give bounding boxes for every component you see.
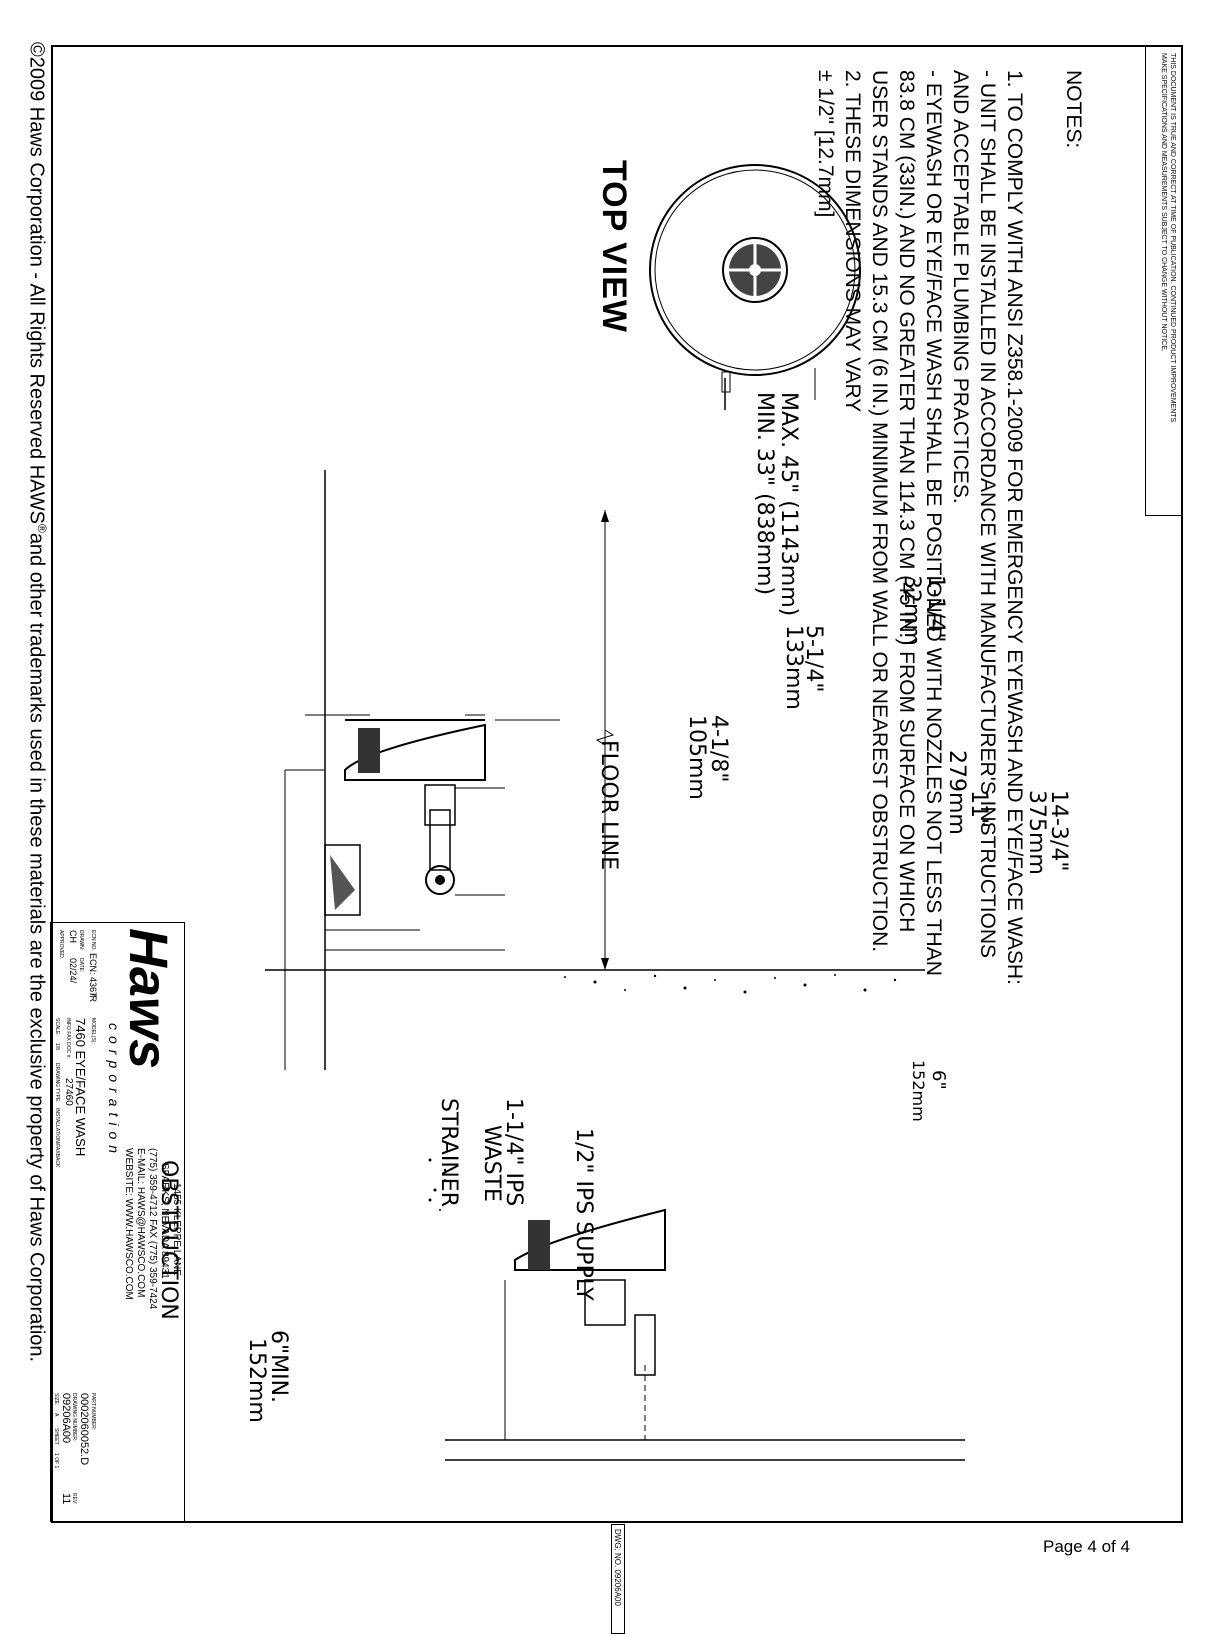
drawing-type-label: DRAWING TYPE:: [54, 1063, 60, 1103]
dim-5-mm: 375mm: [1024, 790, 1049, 875]
ecn-label: ECN NO.: [90, 930, 96, 951]
dim-1-in: 1-1/4": [923, 575, 948, 643]
drawing-type-value: INSTALLATION/FAXBACK: [54, 1108, 60, 1168]
drawing-number-value: 09206A00: [60, 1393, 72, 1444]
drawn-label: DRAWN:: [78, 930, 84, 951]
strainer-label: STRAINER: [436, 1098, 461, 1207]
drawing-sheet: THIS DOCUMENT IS TRUE AND CORRECT AT TIM…: [24, 42, 1183, 1634]
floor-line-label: FLOOR LINE: [596, 740, 621, 871]
copyright-rest: and other trademarks used in these mater…: [25, 532, 48, 1363]
dim-4-mm: 279mm: [944, 750, 969, 835]
rev-value: 11: [60, 1493, 72, 1505]
note-line: AND ACCEPTABLE PLUMBING PRACTICES.: [949, 70, 972, 504]
size-label: SIZE:: [53, 1393, 59, 1406]
disclaimer-box: THIS DOCUMENT IS TRUE AND CORRECT AT TIM…: [1145, 46, 1183, 516]
haws-logo: Haws: [118, 928, 178, 1070]
part-number-value: 0002060052.D: [78, 1393, 90, 1466]
dim-2-mm: 133mm: [781, 625, 806, 710]
waste-label: 1-1/4" IPS: [501, 1098, 526, 1207]
top-view-drawing: [649, 164, 861, 410]
registered-mark: ®: [35, 523, 49, 533]
infofax-label: INFO FAX DOC #:: [65, 1018, 71, 1059]
min-height-label: MIN. 33" (838mm): [752, 392, 777, 596]
website: WEBSITE: WWW.HAWSCO.COM: [123, 1148, 134, 1300]
ecn-by: IR: [88, 993, 98, 1002]
copyright-text: ©2009 Haws Corporation - All Rights Rese…: [25, 42, 48, 524]
address-line-1: 1455 KLEPPE LANE: [171, 1183, 182, 1276]
haws-logo-sub: corporation: [106, 1023, 122, 1160]
top-view-label: TOP VIEW: [595, 160, 633, 334]
infofax-value: 27460: [63, 1078, 74, 1106]
dim-1-mm: 32mm: [899, 575, 924, 646]
dwg-number-tab: DWG. NO. 09206A00: [611, 1524, 625, 1634]
size-value: A: [53, 1413, 59, 1417]
copyright-line: ©2009 Haws Corporation - All Rights Rese…: [24, 42, 49, 1362]
side-view-drawing: [265, 470, 925, 1070]
min-side-in: 6"MIN.: [266, 1330, 291, 1404]
email: E-MAIL: HAWS@HAWSCO.COM: [135, 1148, 146, 1298]
phone-fax: (775) 359-4712 FAX (775) 359-7424: [147, 1148, 158, 1310]
dim-6-mm: 152mm: [909, 1060, 928, 1122]
dim-3-in: 4-1/8": [706, 715, 731, 783]
note-line: - UNIT SHALL BE INSTALLED IN ACCORDANCE …: [976, 70, 999, 959]
address-line-2: SPARKS, NEVADA 89431: [159, 1163, 170, 1279]
ecn-value: ECN: 4367: [88, 953, 98, 998]
dim-5-in: 14-3/4": [1046, 790, 1071, 872]
date-value: 02/24/: [68, 958, 78, 984]
scale-label: SCALE:: [54, 1018, 60, 1036]
sheet-label: SHEET: [53, 1428, 59, 1445]
side-view-right-drawing: [428, 1158, 965, 1461]
sheet-value: 1 OF 1: [53, 1453, 59, 1469]
max-height-label: MAX. 45" (1143mm): [776, 392, 801, 617]
model-value: 7460 EYE/FACE WASH: [73, 1018, 88, 1157]
disclaimer-line-2: MAKE SPECIFICATIONS AND MEASUREMENTS SUB…: [1160, 53, 1167, 352]
waste-label-2: WASTE: [479, 1125, 504, 1202]
scale-value: 1/8: [54, 1043, 60, 1050]
model-label: MODEL(S):: [90, 1018, 96, 1044]
page-number: Page 4 of 4: [1043, 1537, 1130, 1556]
supply-label: 1/2" IPS SUPPLY: [571, 1128, 596, 1301]
part-number-label: PART NUMBER:: [90, 1393, 96, 1431]
disclaimer-line-1: THIS DOCUMENT IS TRUE AND CORRECT AT TIM…: [1169, 53, 1176, 423]
approved-label: APPROVED:: [58, 930, 64, 960]
title-block: Haws corporation 1455 KLEPPE LANE SPARKS…: [50, 922, 185, 1522]
drawn-value: CH: [68, 930, 78, 943]
dim-3-mm: 105mm: [684, 715, 709, 800]
date-label: DATE:: [78, 958, 84, 973]
dim-4-in: 11": [966, 790, 991, 829]
min-side-mm: 152mm: [244, 1338, 269, 1423]
